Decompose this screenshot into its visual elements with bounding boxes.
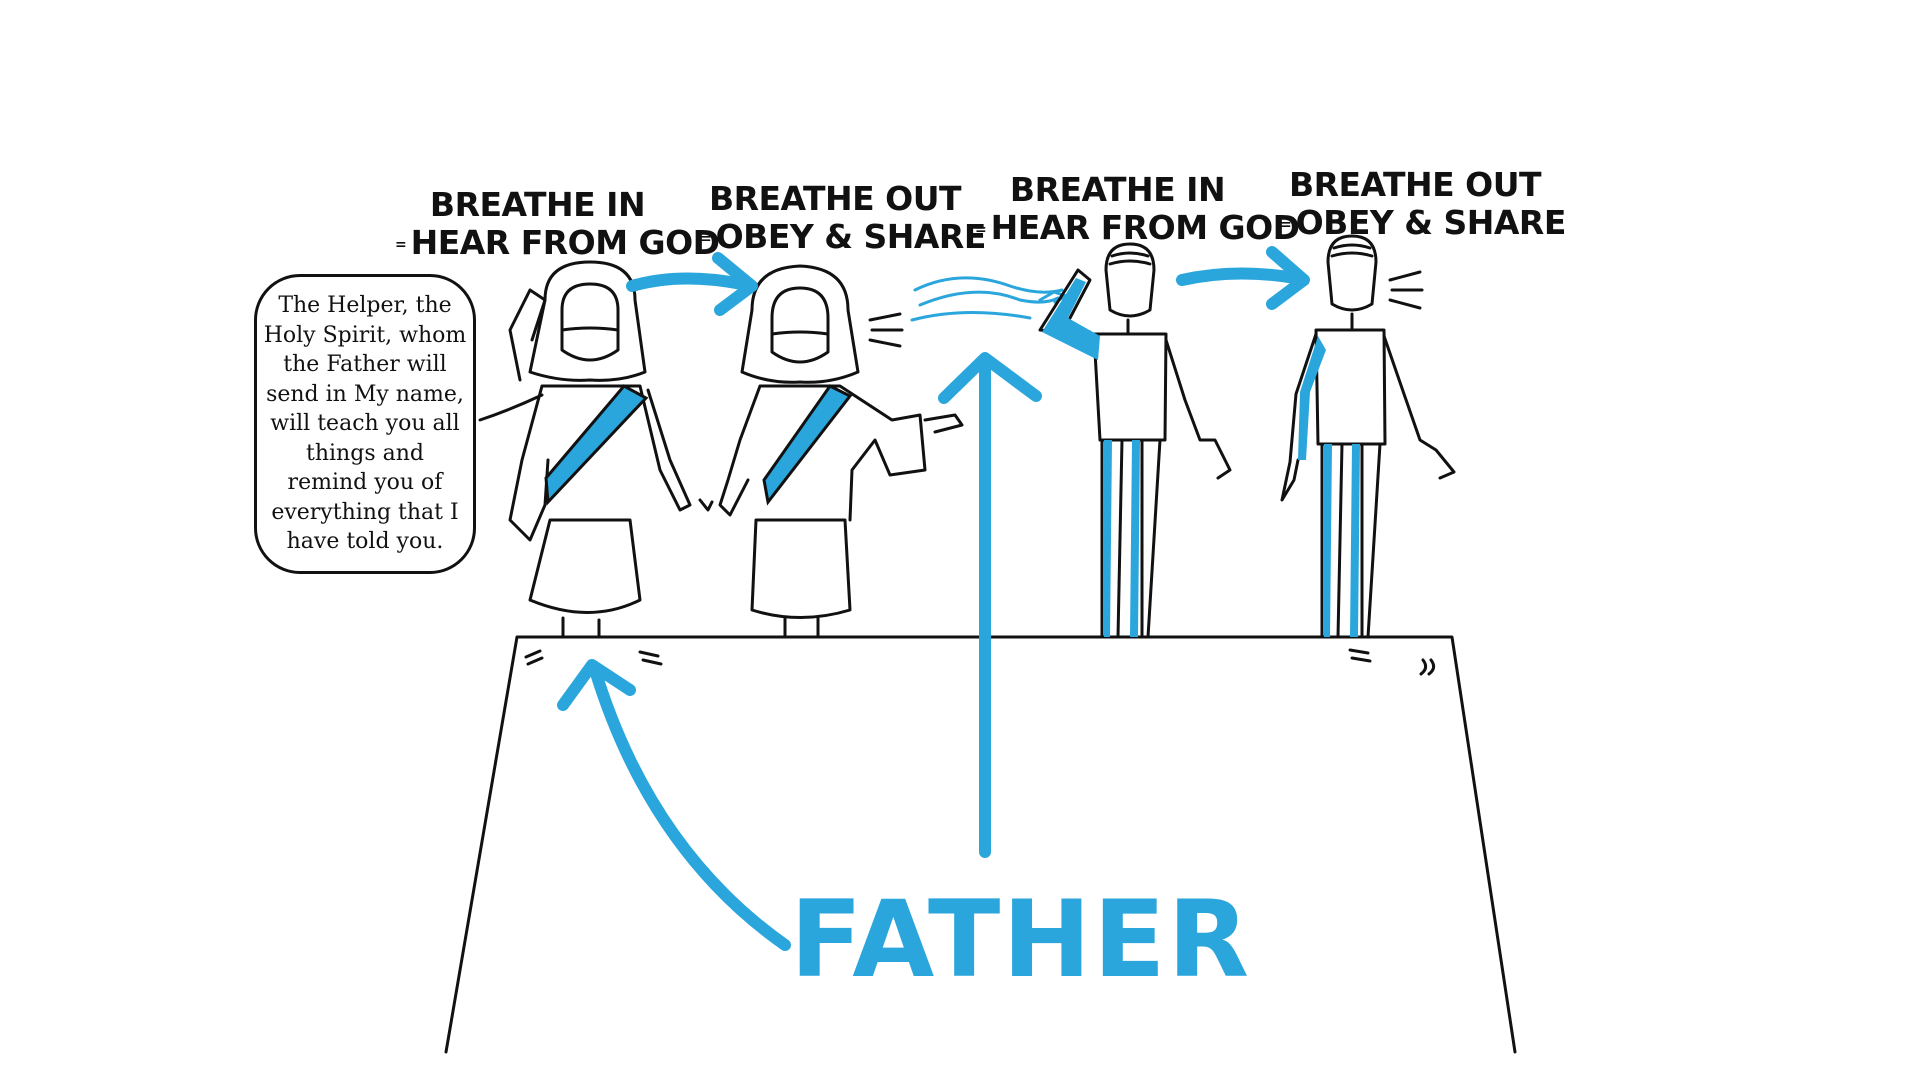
label-line1: BREATHE IN <box>429 185 646 224</box>
jesus-speaking-sash <box>762 384 853 506</box>
speech-bubble: The Helper, the Holy Spirit, whom the Fa… <box>254 274 476 574</box>
disciple-speaking-color <box>1298 336 1360 637</box>
disciple-speaking-figure <box>1280 234 1456 639</box>
disciple-listening-figure <box>1038 242 1232 639</box>
arrow-curve <box>557 659 791 951</box>
father-label: FATHER <box>790 878 1252 1001</box>
platform <box>444 635 1517 1054</box>
label-breathe-out-1: BREATHE OUT OBEY & SHARE <box>700 179 987 258</box>
label-line1: BREATHE IN <box>1009 170 1226 209</box>
label-line1: BREATHE OUT <box>708 179 962 218</box>
label-line2: HEAR FROM GOD <box>975 209 1300 249</box>
arrow-right-1 <box>626 252 758 316</box>
arrow-right-2 <box>1176 246 1310 310</box>
label-breathe-in-2: BREATHE IN HEAR FROM GOD <box>975 170 1300 249</box>
jesus-speaking-figure <box>718 264 964 639</box>
label-breathe-out-2: BREATHE OUT OBEY & SHARE <box>1280 165 1567 244</box>
label-line2: OBEY & SHARE <box>1280 204 1567 244</box>
platform-mark <box>524 648 1436 676</box>
disciple-listening-color <box>1042 278 1140 637</box>
jesus-listening-sash <box>544 384 649 506</box>
label-line2: OBEY & SHARE <box>700 218 987 258</box>
label-line1: BREATHE OUT <box>1288 165 1542 204</box>
speech-bubble-text: The Helper, the Holy Spirit, whom the Fa… <box>263 293 467 555</box>
label-breathe-in-1: BREATHE IN HEAR FROM GOD <box>395 185 720 264</box>
label-line2: HEAR FROM GOD <box>395 224 720 264</box>
dove-icon <box>910 276 1070 322</box>
arrow-up <box>938 352 1042 858</box>
jesus-listening-figure <box>478 260 714 639</box>
